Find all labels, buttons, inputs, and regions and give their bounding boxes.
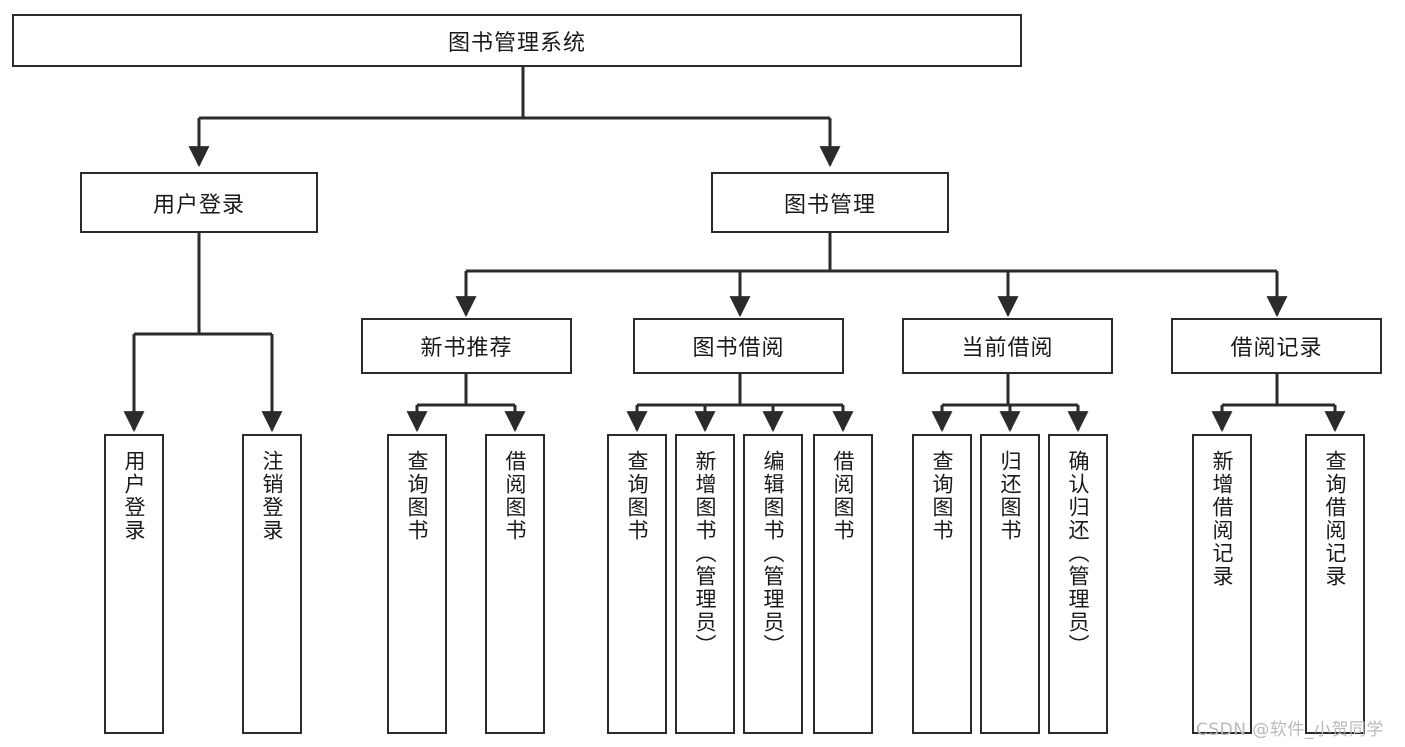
node-label: 图书管理系统 <box>447 30 586 56</box>
leaf-confirm-return-admin[interactable]: 确认归还（管理员） <box>1048 434 1108 734</box>
node-user-login[interactable]: 用户登录 <box>80 172 318 233</box>
node-label: 注销登录 <box>260 450 285 542</box>
watermark-text: CSDN @软件_小贺同学 <box>1196 720 1384 740</box>
leaf-add-book-admin[interactable]: 新增图书（管理员） <box>675 434 735 734</box>
leaf-logout-login[interactable]: 注销登录 <box>242 434 302 734</box>
node-label: 借阅图书 <box>503 450 528 542</box>
leaf-borrow-book-recommend[interactable]: 借阅图书 <box>485 434 545 734</box>
node-label: 图书借阅 <box>692 336 785 361</box>
node-label: 查询图书 <box>405 450 430 542</box>
node-label: 查询借阅记录 <box>1323 450 1348 588</box>
leaf-query-book-current[interactable]: 查询图书 <box>912 434 972 734</box>
leaf-return-book[interactable]: 归还图书 <box>980 434 1040 734</box>
node-label: 新增借阅记录 <box>1210 450 1235 588</box>
node-label: 归还图书 <box>998 450 1023 542</box>
node-label: 借阅记录 <box>1230 336 1323 361</box>
node-label: 查询图书 <box>625 450 650 542</box>
node-label: 新增图书（管理员） <box>693 450 718 657</box>
node-book-borrow[interactable]: 图书借阅 <box>633 318 844 374</box>
node-label: 用户登录 <box>152 192 245 218</box>
node-label: 确认归还（管理员） <box>1066 450 1091 657</box>
node-label: 用户登录 <box>122 450 147 542</box>
node-label: 图书管理 <box>783 192 876 218</box>
node-book-management[interactable]: 图书管理 <box>711 172 949 233</box>
leaf-query-book-borrow[interactable]: 查询图书 <box>607 434 667 734</box>
leaf-query-book-recommend[interactable]: 查询图书 <box>387 434 447 734</box>
leaf-add-borrow-record[interactable]: 新增借阅记录 <box>1192 434 1252 734</box>
leaf-user-login[interactable]: 用户登录 <box>104 434 164 734</box>
node-label: 借阅图书 <box>831 450 856 542</box>
leaf-edit-book-admin[interactable]: 编辑图书（管理员） <box>743 434 803 734</box>
leaf-query-borrow-record[interactable]: 查询借阅记录 <box>1305 434 1365 734</box>
node-label: 新书推荐 <box>420 336 513 361</box>
node-root-book-management-system[interactable]: 图书管理系统 <box>12 14 1022 67</box>
node-new-book-recommend[interactable]: 新书推荐 <box>361 318 572 374</box>
node-label: 当前借阅 <box>961 336 1054 361</box>
node-current-borrow[interactable]: 当前借阅 <box>902 318 1113 374</box>
leaf-borrow-book[interactable]: 借阅图书 <box>813 434 873 734</box>
node-label: 查询图书 <box>930 450 955 542</box>
node-borrow-record[interactable]: 借阅记录 <box>1171 318 1382 374</box>
node-label: 编辑图书（管理员） <box>761 450 786 657</box>
